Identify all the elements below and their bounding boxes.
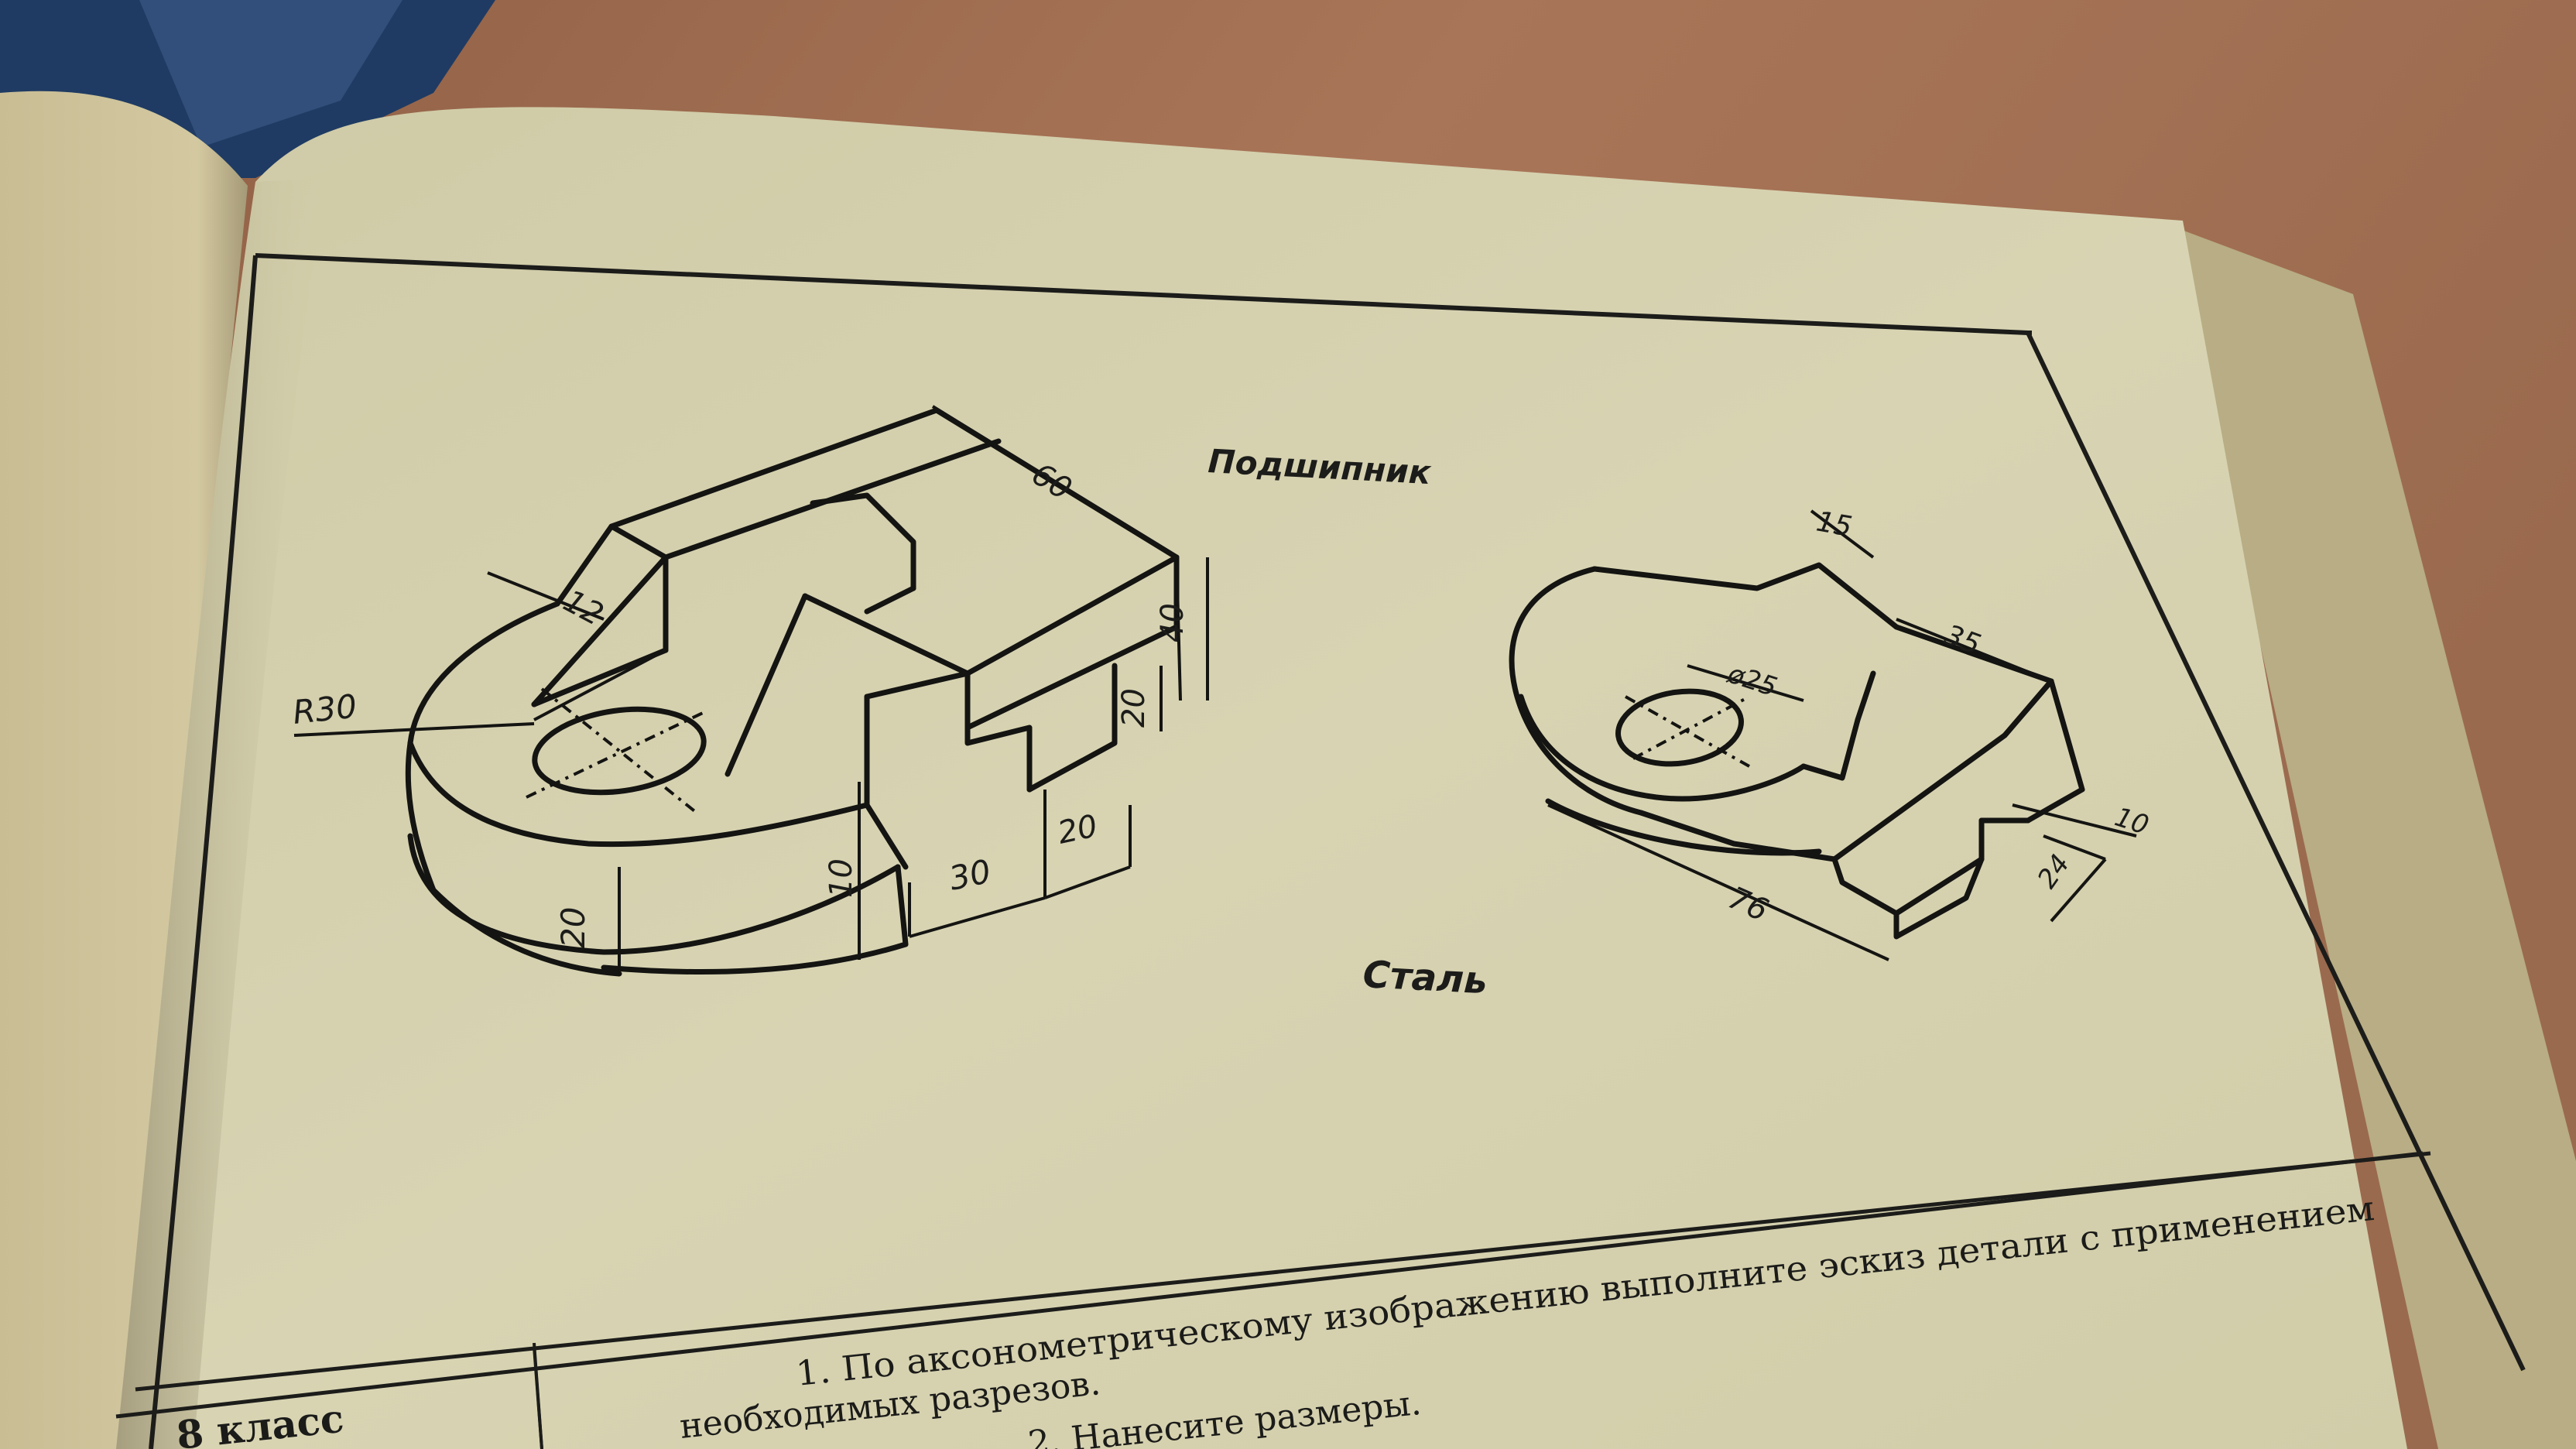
main-page xyxy=(116,107,2407,1449)
material-label: Сталь xyxy=(1362,953,1488,1002)
dim-20-bottom: 20 xyxy=(1055,808,1101,851)
dim-15: 15 xyxy=(1814,505,1854,543)
dim-40: 40 xyxy=(1155,603,1190,642)
page-frame xyxy=(115,253,2526,1449)
page-stack-edge xyxy=(2167,224,2576,1449)
dim-10: 10 xyxy=(824,858,859,898)
dim-20-base: 20 xyxy=(554,907,592,948)
dim-20-right: 20 xyxy=(1116,688,1152,728)
title-block-divider xyxy=(533,1342,543,1449)
left-page xyxy=(0,91,248,1449)
dim-30: 30 xyxy=(946,852,994,898)
left-isometric-part xyxy=(405,407,1180,977)
blue-book-stripe xyxy=(139,0,402,147)
dim-r30: R30 xyxy=(291,687,358,731)
left-dimension-lines xyxy=(293,405,1209,968)
title-block-line xyxy=(135,1151,2431,1392)
right-dimension-lines xyxy=(1547,509,2137,961)
right-isometric-part xyxy=(1509,562,2085,940)
gutter-shadow xyxy=(116,178,325,1449)
